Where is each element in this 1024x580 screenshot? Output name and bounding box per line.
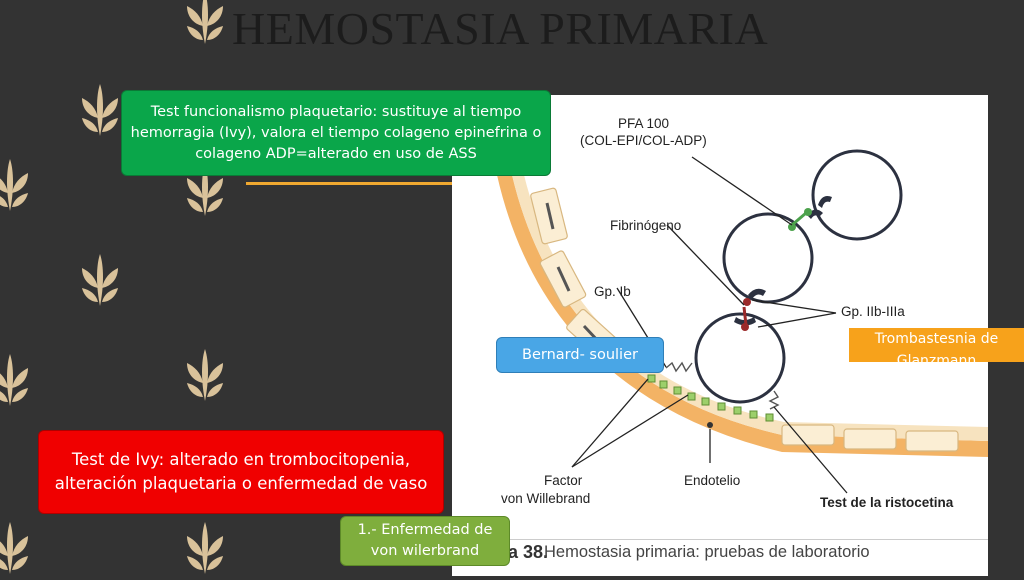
label-von-willebrand: von Willebrand xyxy=(501,491,591,506)
leaf-sprig-icon xyxy=(187,164,223,216)
label-fibrinogeno: Fibrinógeno xyxy=(610,218,682,233)
platelets xyxy=(694,149,903,404)
callout-ivy: Test de Ivy: alterado en trombocitopenia… xyxy=(38,430,444,514)
pointer-lines xyxy=(571,156,848,494)
gpib-zigzag-1 xyxy=(665,361,693,373)
leaf-sprig-icon xyxy=(82,254,118,306)
label-pfa-sub: (COL-EPI/COL-ADP) xyxy=(580,133,707,148)
leaf-sprig-icon xyxy=(82,84,118,136)
leaf-sprig-icon xyxy=(187,522,223,574)
label-pfa: PFA 100 xyxy=(618,116,670,131)
decorative-gold-line xyxy=(246,182,456,185)
leaf-sprig-icon xyxy=(0,522,28,574)
hemostasis-diagram xyxy=(497,149,988,494)
callout-bernard-soulier: Bernard- soulier xyxy=(496,337,664,373)
callout-von-willebrand: 1.- Enfermedad de von wilerbrand xyxy=(340,516,510,566)
label-factor: Factor xyxy=(544,473,583,488)
gpib-zigzag-2 xyxy=(768,390,780,410)
callout-glanzmann: Trombastesnia de Glanzmann xyxy=(849,328,1024,362)
label-ristocetina: Test de la ristocetina xyxy=(820,495,954,510)
caption-number: a 38. xyxy=(508,542,549,562)
fibrinogen-link-top xyxy=(791,211,807,227)
leaf-sprig-icon xyxy=(0,354,28,406)
callout-ivy-text: Test de Ivy: alterado en trombocitopenia… xyxy=(54,450,428,493)
leaf-sprig-icon xyxy=(187,349,223,401)
figure-caption: a 38. Hemostasia primaria: pruebas de la… xyxy=(452,539,988,566)
slide-title: HEMOSTASIA PRIMARIA xyxy=(232,3,769,54)
label-gpiib-iiia: Gp. IIb-IIIa xyxy=(841,304,905,319)
callout-von-willebrand-text: 1.- Enfermedad de von wilerbrand xyxy=(357,522,493,559)
von-willebrand-factor-dots xyxy=(647,374,774,422)
leaf-sprig-icon xyxy=(0,159,28,211)
label-endotelio: Endotelio xyxy=(684,473,741,488)
caption-text: Hemostasia primaria: pruebas de laborato… xyxy=(544,543,870,561)
callout-funcionalismo-text: Test funcionalismo plaquetario: sustituy… xyxy=(130,103,542,162)
callout-funcionalismo: Test funcionalismo plaquetario: sustituy… xyxy=(121,90,551,176)
label-gpib: Gp. Ib xyxy=(594,284,631,299)
callout-glanzmann-text: Trombastesnia de Glanzmann xyxy=(874,331,999,362)
leaf-sprig-icon xyxy=(187,0,223,44)
fibrinogen-link-bottom xyxy=(742,306,748,326)
callout-bernard-soulier-text: Bernard- soulier xyxy=(522,347,638,363)
